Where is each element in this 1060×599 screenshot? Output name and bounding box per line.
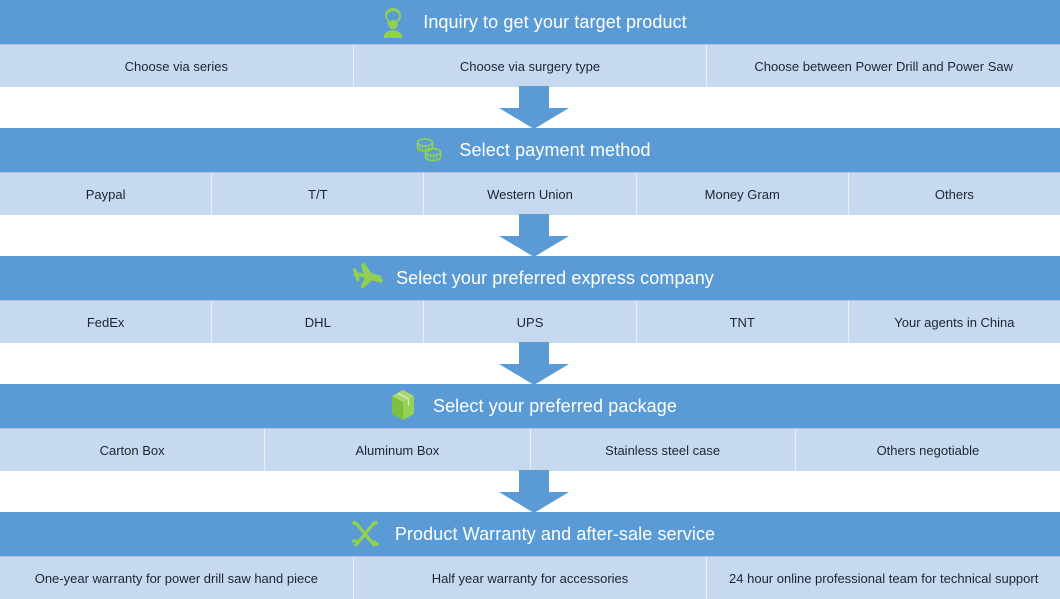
option-item[interactable]: UPS: [424, 301, 637, 343]
section-header-warranty: Product Warranty and after-sale service: [0, 512, 1060, 556]
section-title: Product Warranty and after-sale service: [394, 523, 716, 544]
option-item[interactable]: Aluminum Box: [265, 429, 531, 471]
option-item[interactable]: Choose between Power Drill and Power Saw: [754, 58, 1014, 74]
section-header-payment: Select payment method: [0, 128, 1060, 172]
section-header-package: Select your preferred package: [0, 384, 1060, 428]
options-row-payment: Paypal T/T Western Union Money Gram Othe…: [0, 172, 1060, 215]
option-item[interactable]: Western Union: [424, 173, 637, 215]
options-row-express: FedEx DHL UPS TNT Your agents in China: [0, 300, 1060, 343]
support-agent-icon: [373, 2, 413, 42]
option-item[interactable]: Paypal: [0, 173, 213, 215]
section-title: Select your preferred express company: [396, 267, 714, 288]
section-title: Select your preferred package: [432, 395, 678, 416]
section-payment: Select payment method Paypal T/T Western…: [0, 128, 1060, 215]
connector-arrow-4: [497, 470, 571, 514]
connector-arrow-1: [497, 86, 571, 130]
section-express: Select your preferred express company Fe…: [0, 256, 1060, 343]
section-warranty: Product Warranty and after-sale service …: [0, 512, 1060, 599]
options-row-package: Carton Box Aluminum Box Stainless steel …: [0, 428, 1060, 471]
tools-icon: [345, 514, 385, 554]
section-title: Select payment method: [459, 139, 651, 160]
box-icon: [383, 386, 423, 426]
section-title: Inquiry to get your target product: [423, 11, 687, 32]
option-item[interactable]: Stainless steel case: [531, 429, 796, 471]
connector-arrow-3: [497, 342, 571, 386]
section-package: Select your preferred package Carton Box…: [0, 384, 1060, 471]
option-item[interactable]: DHL: [212, 301, 425, 343]
option-item[interactable]: Others negotiable: [876, 442, 980, 458]
options-row-inquiry: Choose via series Choose via surgery typ…: [0, 44, 1060, 87]
option-item[interactable]: Choose via series: [0, 45, 354, 87]
option-item[interactable]: Choose via surgery type: [354, 45, 708, 87]
option-item[interactable]: T/T: [212, 173, 425, 215]
option-item[interactable]: One-year warranty for power drill saw ha…: [0, 557, 354, 599]
options-row-warranty: One-year warranty for power drill saw ha…: [0, 556, 1060, 599]
option-item[interactable]: TNT: [637, 301, 849, 343]
option-item[interactable]: Your agents in China: [894, 314, 1015, 330]
coins-icon: [409, 130, 449, 170]
option-item[interactable]: Money Gram: [637, 173, 849, 215]
connector-arrow-2: [497, 214, 571, 258]
section-inquiry: Inquiry to get your target product Choos…: [0, 0, 1060, 87]
option-item[interactable]: Others: [934, 186, 974, 202]
section-header-express: Select your preferred express company: [0, 256, 1060, 300]
section-header-inquiry: Inquiry to get your target product: [0, 0, 1060, 44]
option-item[interactable]: FedEx: [0, 301, 213, 343]
option-item[interactable]: 24 hour online professional team for tec…: [729, 570, 1039, 586]
option-item[interactable]: Half year warranty for accessories: [354, 557, 708, 599]
airplane-icon: [346, 258, 386, 298]
option-item[interactable]: Carton Box: [0, 429, 266, 471]
